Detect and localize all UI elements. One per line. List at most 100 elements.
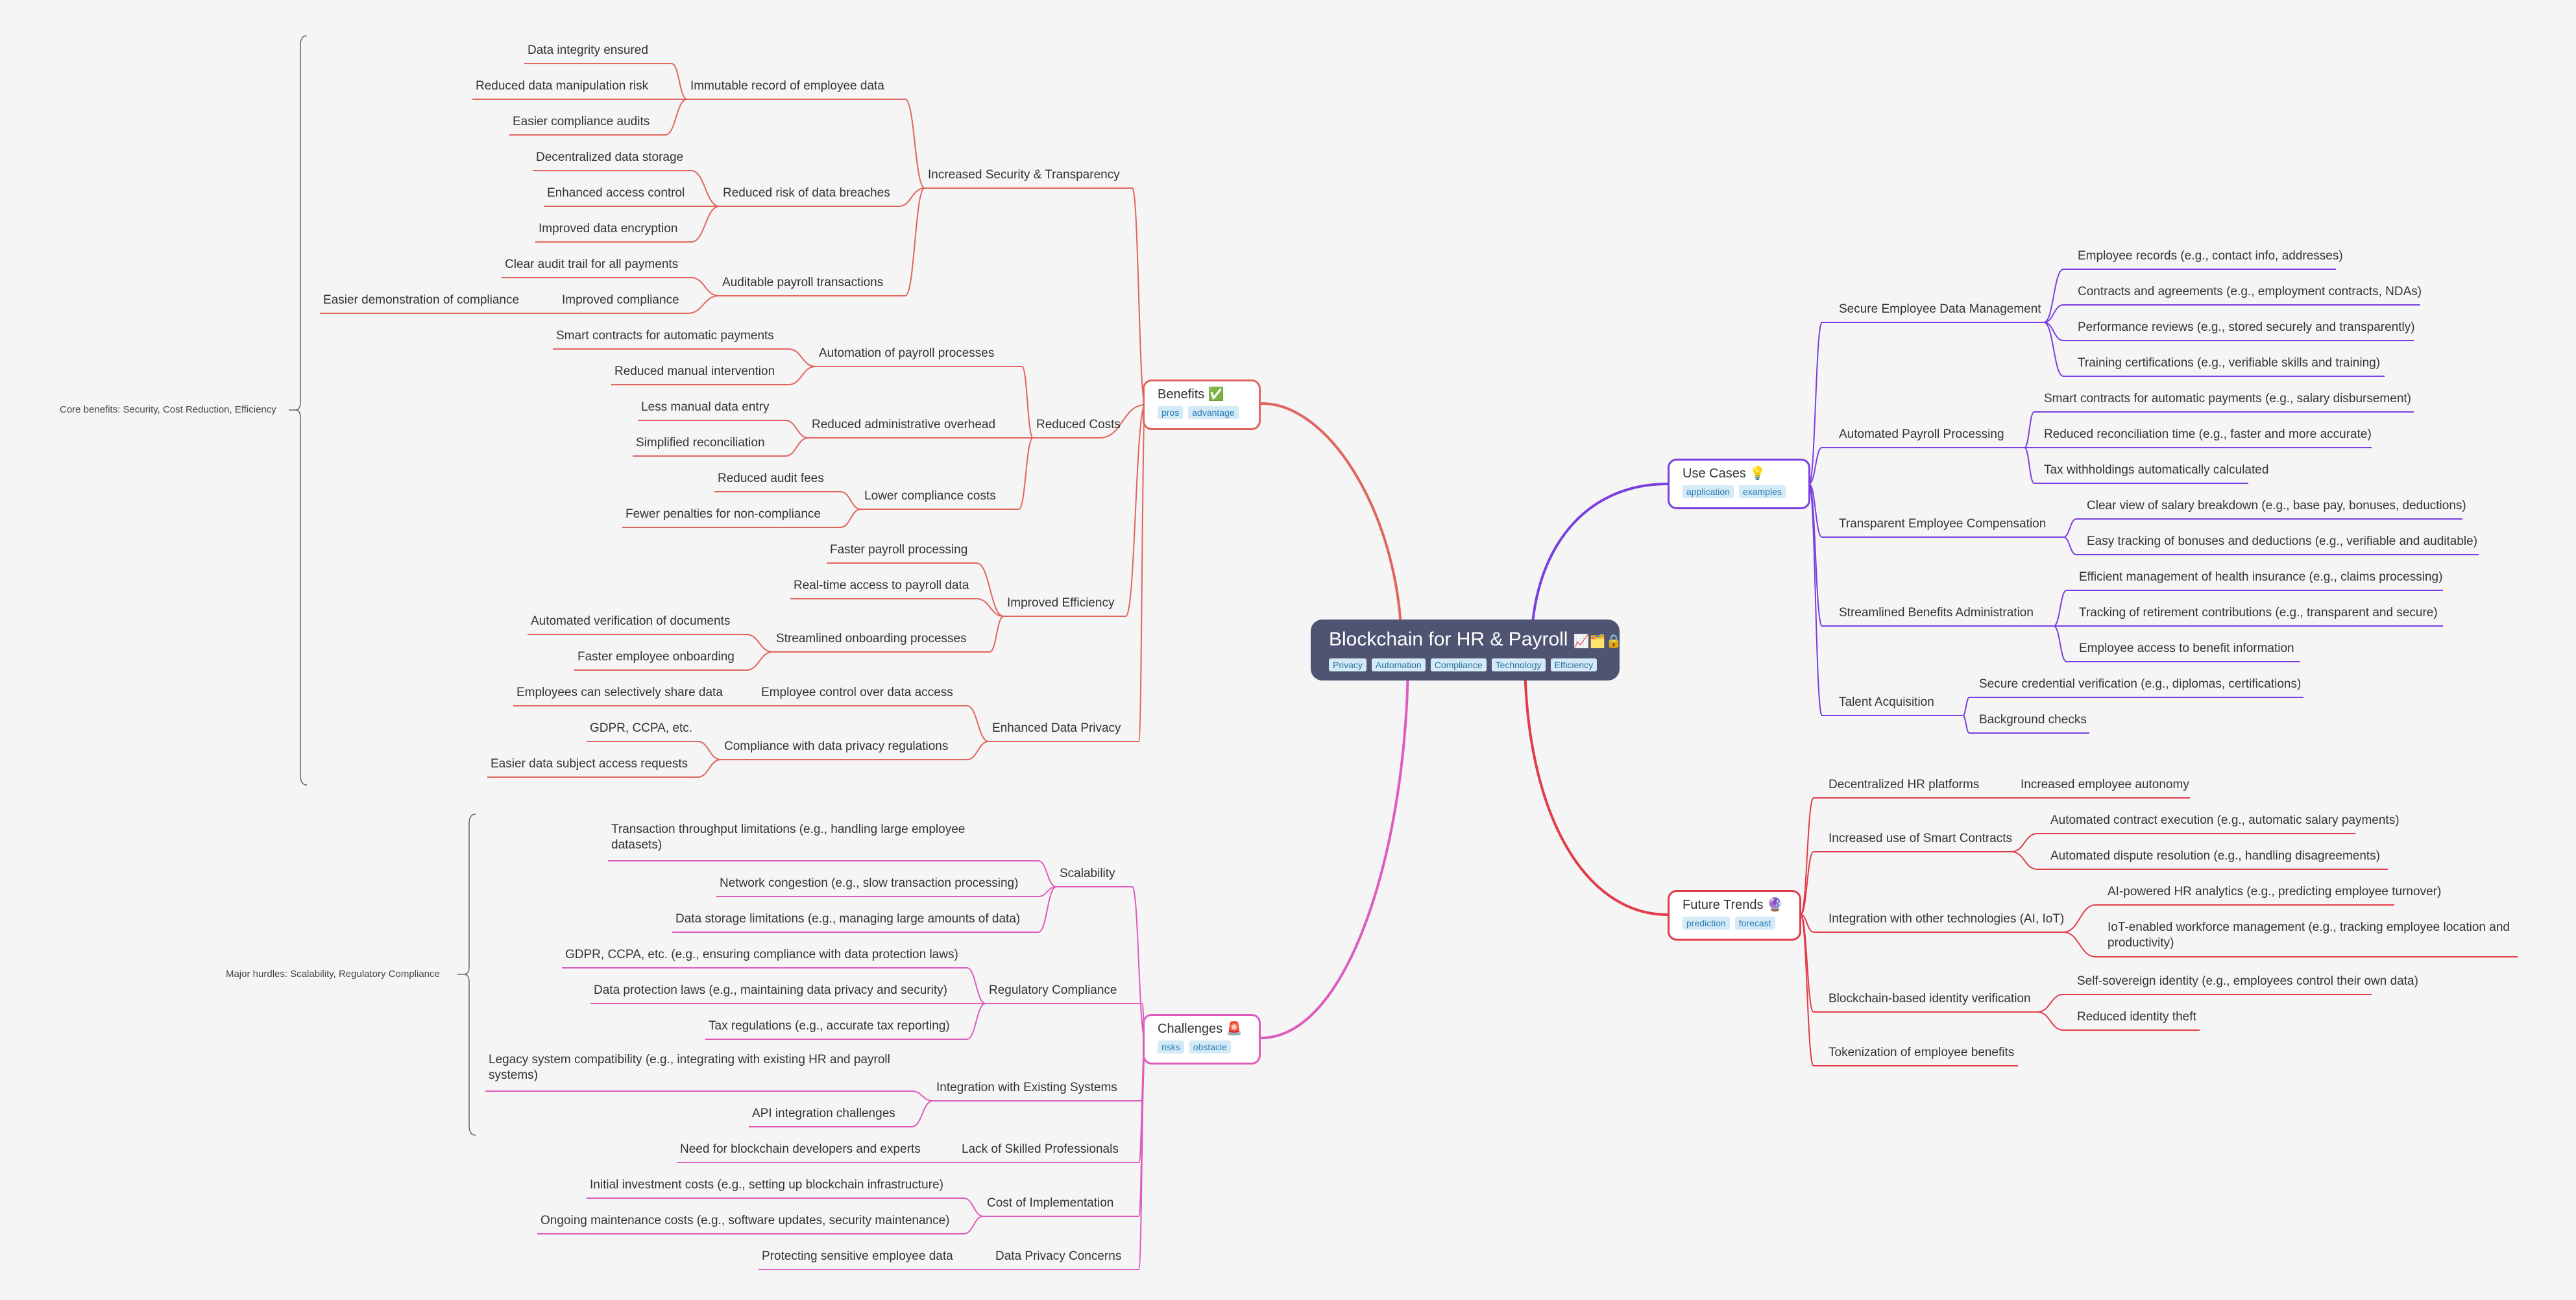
main-topic-benefits[interactable]: Benefits ✅ pros advantage <box>1143 379 1261 430</box>
leaf-automated-verification[interactable]: Automated verification of documents <box>531 614 731 628</box>
challenge-regulatory[interactable]: Regulatory Compliance <box>989 983 1117 997</box>
branch-line <box>633 437 809 457</box>
leaf-health-insurance[interactable]: Efficient management of health insurance… <box>2079 570 2443 584</box>
leaf-legacy-compatibility[interactable]: Legacy system compatibility (e.g., integ… <box>489 1053 890 1082</box>
leaf-gdpr-ccpa[interactable]: GDPR, CCPA, etc. <box>590 721 693 735</box>
node-lower-compliance-costs[interactable]: Lower compliance costs <box>864 489 996 503</box>
leaf-network-congestion[interactable]: Network congestion (e.g., slow transacti… <box>720 876 1019 890</box>
leaf-training-certifications[interactable]: Training certifications (e.g., verifiabl… <box>2078 356 2381 370</box>
leaf-reconciliation-time[interactable]: Reduced reconciliation time (e.g., faste… <box>2044 427 2372 441</box>
benefit-data-privacy[interactable]: Enhanced Data Privacy <box>992 721 1121 735</box>
leaf-encryption[interactable]: Improved data encryption <box>539 222 678 235</box>
leaf-self-sovereign[interactable]: Self-sovereign identity (e.g., employees… <box>2077 974 2418 988</box>
leaf-dispute-resolution[interactable]: Automated dispute resolution (e.g., hand… <box>2050 849 2381 863</box>
challenge-cost-implementation[interactable]: Cost of Implementation <box>987 1196 1114 1210</box>
leaf-employee-records[interactable]: Employee records (e.g., contact info, ad… <box>2078 249 2343 263</box>
branch-line <box>714 491 862 510</box>
leaf-iot-workforce[interactable]: IoT-enabled workforce management (e.g., … <box>2108 921 2510 950</box>
node-admin-overhead[interactable]: Reduced administrative overhead <box>812 418 996 431</box>
node-employee-control[interactable]: Employee control over data access <box>761 686 953 699</box>
leaf-simplified-reconciliation[interactable]: Simplified reconciliation <box>636 436 765 450</box>
leaf-employee-autonomy[interactable]: Increased employee autonomy <box>2021 778 2189 791</box>
usecase-talent-acquisition[interactable]: Talent Acquisition <box>1839 695 1934 709</box>
leaf-bonus-tracking[interactable]: Easy tracking of bonuses and deductions … <box>2087 535 2478 548</box>
leaf-less-data-entry[interactable]: Less manual data entry <box>641 400 770 414</box>
leaf-audit-trail[interactable]: Clear audit trail for all payments <box>505 258 679 271</box>
benefit-improved-efficiency[interactable]: Improved Efficiency <box>1007 596 1115 610</box>
usecase-benefits-administration[interactable]: Streamlined Benefits Administration <box>1839 606 2034 620</box>
leaf-salary-breakdown[interactable]: Clear view of salary breakdown (e.g., ba… <box>2087 499 2466 512</box>
leaf-protection-laws[interactable]: Data protection laws (e.g., maintaining … <box>594 983 947 997</box>
benefit-reduced-costs[interactable]: Reduced Costs <box>1036 418 1121 431</box>
leaf-tax-regulations[interactable]: Tax regulations (e.g., accurate tax repo… <box>709 1019 950 1033</box>
main-topic-use-cases[interactable]: Use Cases 💡 application examples <box>1668 459 1810 509</box>
leaf-smart-contracts[interactable]: Smart contracts for automatic payments <box>556 329 774 343</box>
leaf-throughput[interactable]: Transaction throughput limitations (e.g.… <box>611 823 966 852</box>
trend-technology-integration[interactable]: Integration with other technologies (AI,… <box>1829 912 2065 926</box>
leaf-identity-theft[interactable]: Reduced identity theft <box>2077 1010 2196 1024</box>
leaf-gdpr-protection[interactable]: GDPR, CCPA, etc. (e.g., ensuring complia… <box>565 948 958 961</box>
leaf-selective-share[interactable]: Employees can selectively share data <box>516 686 723 699</box>
leaf-ai-analytics[interactable]: AI-powered HR analytics (e.g., predictin… <box>2108 885 2442 898</box>
leaf-faster-payroll[interactable]: Faster payroll processing <box>830 543 968 557</box>
leaf-fewer-penalties[interactable]: Fewer penalties for non-compliance <box>626 507 821 521</box>
leaf-faster-onboarding[interactable]: Faster employee onboarding <box>577 650 735 664</box>
leaf-developers-experts[interactable]: Need for blockchain developers and exper… <box>680 1142 921 1156</box>
leaf-decentralized-storage[interactable]: Decentralized data storage <box>536 150 684 164</box>
leaf-performance-reviews[interactable]: Performance reviews (e.g., stored secure… <box>2078 320 2415 334</box>
challenge-data-privacy[interactable]: Data Privacy Concerns <box>995 1249 1122 1263</box>
trend-tokenization[interactable]: Tokenization of employee benefits <box>1829 1046 2015 1059</box>
node-streamlined-onboarding[interactable]: Streamlined onboarding processes <box>776 632 967 645</box>
main-topic-future-trends[interactable]: Future Trends 🔮 prediction forecast <box>1668 890 1801 941</box>
leaf-smart-contract-payments[interactable]: Smart contracts for automatic payments (… <box>2044 392 2411 405</box>
leaf-sensitive-data[interactable]: Protecting sensitive employee data <box>762 1249 953 1263</box>
branch-line <box>1004 404 1146 617</box>
leaf-manual-intervention[interactable]: Reduced manual intervention <box>614 365 775 378</box>
trend-smart-contracts[interactable]: Increased use of Smart Contracts <box>1829 832 2013 845</box>
leaf-contracts-agreements[interactable]: Contracts and agreements (e.g., employme… <box>2078 285 2422 298</box>
leaf-demonstration-compliance[interactable]: Easier demonstration of compliance <box>323 293 520 307</box>
leaf-tax-withholdings[interactable]: Tax withholdings automatically calculate… <box>2044 463 2269 477</box>
branch-line <box>2043 322 2385 377</box>
node-auditable-payroll[interactable]: Auditable payroll transactions <box>722 276 884 289</box>
trend-identity-verification[interactable]: Blockchain-based identity verification <box>1829 992 2031 1005</box>
main-topic-challenges[interactable]: Challenges 🚨 risks obstacle <box>1143 1014 1261 1065</box>
usecase-data-management[interactable]: Secure Employee Data Management <box>1839 302 2041 316</box>
root-topic[interactable]: Blockchain for HR & Payroll 📈🗂️🔒 Privacy… <box>1311 620 1622 680</box>
tag-risks: risks <box>1158 1041 1184 1053</box>
leaf-contract-execution[interactable]: Automated contract execution (e.g., auto… <box>2050 813 2400 827</box>
trend-decentralized-hr[interactable]: Decentralized HR platforms <box>1829 778 1980 791</box>
leaf-benefit-access[interactable]: Employee access to benefit information <box>2079 642 2294 655</box>
branch-line <box>1800 797 1986 915</box>
node-improved-compliance[interactable]: Improved compliance <box>562 293 679 307</box>
challenge-integration[interactable]: Integration with Existing Systems <box>936 1081 1117 1094</box>
leaf-credential-verification[interactable]: Secure credential verification (e.g., di… <box>1979 677 2302 691</box>
branch-line <box>719 187 925 296</box>
leaf-background-checks[interactable]: Background checks <box>1979 713 2087 727</box>
leaf-data-integrity[interactable]: Data integrity ensured <box>528 43 648 57</box>
usecase-automated-payroll[interactable]: Automated Payroll Processing <box>1839 427 2004 441</box>
leaf-subject-access[interactable]: Easier data subject access requests <box>491 757 688 771</box>
leaf-realtime-access[interactable]: Real-time access to payroll data <box>794 579 969 592</box>
challenge-skilled-professionals[interactable]: Lack of Skilled Professionals <box>962 1142 1119 1156</box>
leaf-initial-investment[interactable]: Initial investment costs (e.g., setting … <box>590 1178 943 1192</box>
node-reduced-breaches[interactable]: Reduced risk of data breaches <box>723 186 890 200</box>
leaf-audit-fees[interactable]: Reduced audit fees <box>718 472 824 485</box>
branch-line <box>574 651 773 671</box>
leaf-retirement-contributions[interactable]: Tracking of retirement contributions (e.… <box>2079 606 2438 620</box>
crystal-ball-icon: 🔮 <box>1767 898 1783 912</box>
root-to-challenges <box>1260 655 1409 1039</box>
leaf-access-control[interactable]: Enhanced access control <box>547 186 685 200</box>
node-privacy-regulations[interactable]: Compliance with data privacy regulations <box>724 740 949 753</box>
node-immutable-record[interactable]: Immutable record of employee data <box>690 79 884 93</box>
leaf-api-integration[interactable]: API integration challenges <box>752 1107 895 1120</box>
leaf-reduced-manipulation[interactable]: Reduced data manipulation risk <box>476 79 649 93</box>
leaf-easier-audits[interactable]: Easier compliance audits <box>513 115 650 128</box>
challenge-scalability[interactable]: Scalability <box>1060 867 1115 880</box>
leaf-ongoing-maintenance[interactable]: Ongoing maintenance costs (e.g., softwar… <box>541 1214 950 1227</box>
leaf-storage-limitations[interactable]: Data storage limitations (e.g., managing… <box>675 912 1021 926</box>
branch-line <box>989 404 1146 742</box>
usecase-transparent-compensation[interactable]: Transparent Employee Compensation <box>1839 517 2047 531</box>
benefit-security[interactable]: Increased Security & Transparency <box>928 168 1120 182</box>
node-automation-payroll[interactable]: Automation of payroll processes <box>819 346 995 360</box>
